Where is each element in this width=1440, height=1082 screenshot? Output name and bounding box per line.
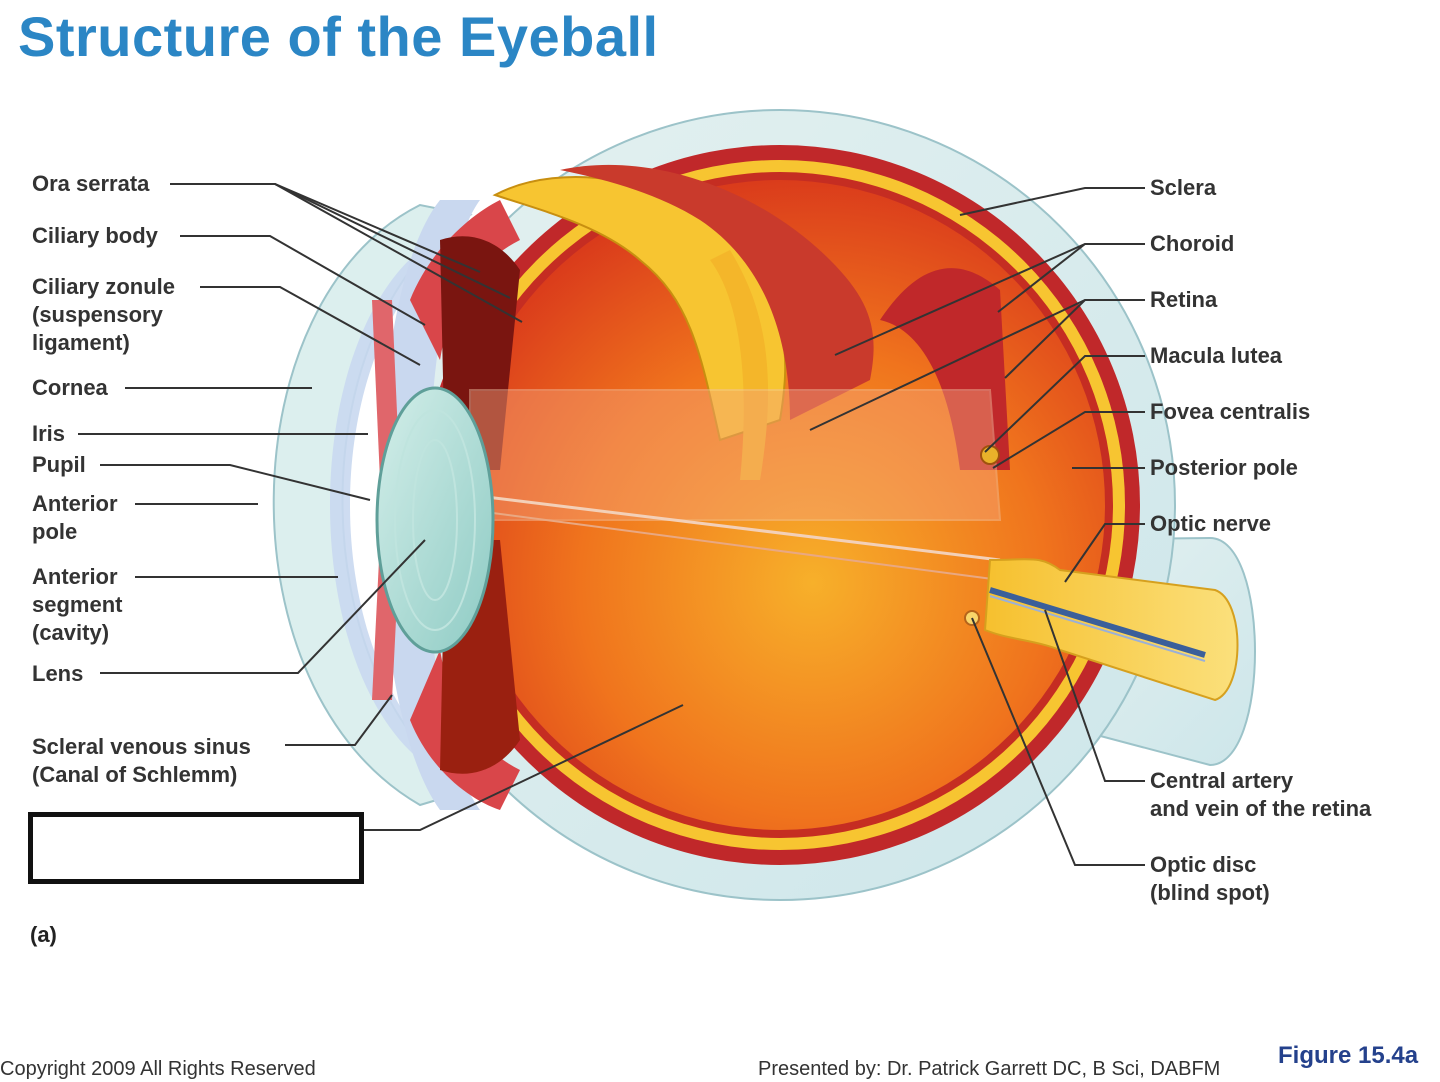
label-ciliary-zonule-line3: ligament) bbox=[32, 330, 130, 355]
blank-answer-box[interactable] bbox=[28, 812, 364, 884]
label-anterior-pole-line2: pole bbox=[32, 519, 78, 544]
label-posterior-pole: Posterior pole bbox=[1150, 455, 1298, 480]
aqueous-shape bbox=[330, 230, 470, 780]
label-anterior-segment-line2: segment bbox=[32, 592, 123, 617]
page-title: Structure of the Eyeball bbox=[18, 5, 659, 68]
label-iris: Iris bbox=[32, 421, 66, 446]
central-vessels bbox=[989, 587, 1206, 658]
label-optic-disc-line2: (blind spot) bbox=[1150, 880, 1270, 905]
label-lens: Lens bbox=[32, 661, 84, 686]
label-macula-lutea: Macula lutea bbox=[1150, 343, 1283, 368]
label-ciliary-zonule: Ciliary zonule (suspensory ligament) bbox=[32, 273, 175, 357]
label-anterior-pole-line1: Anterior bbox=[32, 491, 118, 516]
copyright-text: Copyright 2009 All Rights Reserved bbox=[0, 1058, 316, 1080]
label-sclera: Sclera bbox=[1150, 175, 1217, 200]
label-optic-disc-line1: Optic disc bbox=[1150, 852, 1257, 877]
label-cornea: Cornea bbox=[32, 375, 108, 400]
presenter-text: Presented by: Dr. Patrick Garrett DC, B … bbox=[758, 1058, 1221, 1080]
label-central-artery-line2: and vein of the retina bbox=[1150, 796, 1372, 821]
label-ciliary-body: Ciliary body bbox=[32, 223, 158, 248]
label-anterior-pole: Anterior pole bbox=[32, 490, 118, 546]
lens-shape bbox=[375, 386, 495, 654]
label-pupil: Pupil bbox=[32, 452, 86, 477]
label-ciliary-zonule-line1: Ciliary zonule bbox=[32, 274, 176, 299]
label-fovea-centralis: Fovea centralis bbox=[1150, 399, 1311, 424]
label-central-artery: Central artery and vein of the retina bbox=[1150, 767, 1371, 823]
label-optic-disc: Optic disc (blind spot) bbox=[1150, 851, 1270, 907]
label-scleral-venous-sinus: Scleral venous sinus (Canal of Schlemm) bbox=[32, 733, 251, 789]
label-ciliary-zonule-line2: (suspensory bbox=[32, 302, 163, 327]
label-anterior-segment: Anterior segment (cavity) bbox=[32, 563, 122, 647]
figure-number: Figure 15.4a bbox=[1278, 1042, 1419, 1069]
cut-plane bbox=[469, 389, 1002, 521]
label-optic-nerve: Optic nerve bbox=[1150, 511, 1272, 536]
label-retina: Retina bbox=[1150, 287, 1218, 312]
label-scleral-venous-sinus-line1: Scleral venous sinus bbox=[32, 734, 251, 759]
label-central-artery-line1: Central artery bbox=[1150, 768, 1294, 793]
label-ora-serrata: Ora serrata bbox=[32, 171, 150, 196]
label-scleral-venous-sinus-line2: (Canal of Schlemm) bbox=[32, 762, 238, 787]
label-choroid: Choroid bbox=[1150, 231, 1235, 256]
label-anterior-segment-line3: (cavity) bbox=[32, 620, 110, 645]
panel-letter: (a) bbox=[30, 922, 57, 947]
label-anterior-segment-line1: Anterior bbox=[32, 564, 118, 589]
